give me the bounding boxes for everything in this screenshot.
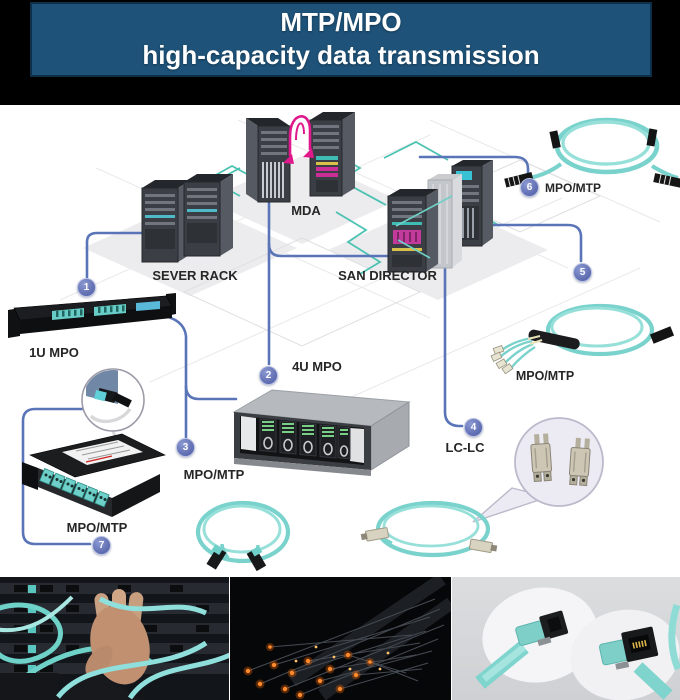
cable-sliver xyxy=(668,603,680,671)
pink-arrowhead-left xyxy=(283,154,294,164)
cable-coil-mpo xyxy=(195,500,291,572)
mpo-modules xyxy=(259,418,351,460)
cable-coil-lc xyxy=(360,500,498,558)
pink-arrowhead-right xyxy=(303,148,314,158)
label-mpo-mtp-cassette: MPO/MTP xyxy=(66,520,128,535)
inset-connector-plug xyxy=(81,368,145,432)
mda-rack-group xyxy=(246,112,355,203)
line-mda-to-san xyxy=(267,242,412,258)
label-1u-mpo: 1U MPO xyxy=(29,345,79,360)
line-san-to-5 xyxy=(480,223,583,263)
label-mpo-mtp-breakout: MPO/MTP xyxy=(515,369,575,383)
step-marker-3: 3 xyxy=(176,438,195,457)
photo-mpo-connectors xyxy=(452,577,680,700)
san-director-group xyxy=(387,160,493,273)
label-4u-mpo: 4U MPO xyxy=(292,359,342,374)
pink-jumper-cables xyxy=(288,115,312,156)
header-band: MTP/MPO high-capacity data transmission xyxy=(0,0,680,105)
lc-connector-b xyxy=(568,437,591,487)
mda-cable-bundle xyxy=(262,162,284,198)
cassette-mpo-mtp xyxy=(22,430,166,517)
photo-cables-rack xyxy=(0,577,229,700)
line-san-to-6 xyxy=(418,155,530,179)
step-marker-1: 1 xyxy=(77,278,96,297)
label-lc-lc: LC-LC xyxy=(445,440,485,455)
mpo-connector-left xyxy=(504,172,534,188)
title-line1: MTP/MPO xyxy=(280,7,402,37)
photo-fiber-strands xyxy=(230,577,451,700)
mpo-connector-closeup-b xyxy=(570,609,680,700)
hand xyxy=(0,589,150,700)
line-serverrack-to-1 xyxy=(85,231,154,279)
server-rack-group xyxy=(141,174,233,263)
title-banner: MTP/MPO high-capacity data transmission xyxy=(30,2,652,77)
lc-connector-a xyxy=(530,433,553,483)
step-marker-2: 2 xyxy=(259,366,278,385)
step-marker-4: 4 xyxy=(464,418,483,437)
label-mpo-mtp-trunk: MPO/MTP xyxy=(183,467,245,482)
panel-1u-mpo xyxy=(8,293,176,338)
cassette-ports xyxy=(39,468,110,508)
mpo-connector-right xyxy=(653,173,680,188)
chassis-4u-mpo xyxy=(232,389,411,476)
inset-lc-duplex xyxy=(472,417,604,523)
step-marker-5: 5 xyxy=(573,263,592,282)
title-line2: high-capacity data transmission xyxy=(142,40,540,70)
label-mpo-mtp-top: MPO/MTP xyxy=(545,181,601,195)
line-san-to-4 xyxy=(443,220,464,428)
mpo-connector-closeup-a xyxy=(475,587,598,689)
cable-coil-top-right xyxy=(504,117,680,188)
step-marker-7: 7 xyxy=(92,536,111,555)
label-server-rack: SEVER RACK xyxy=(152,268,238,283)
step-marker-6: 6 xyxy=(520,178,539,197)
label-mda: MDA xyxy=(291,203,321,218)
cable-breakout-right xyxy=(490,303,675,375)
line-branch-to-4u xyxy=(184,384,238,401)
label-san-director: SAN DIRECTOR xyxy=(338,268,437,283)
